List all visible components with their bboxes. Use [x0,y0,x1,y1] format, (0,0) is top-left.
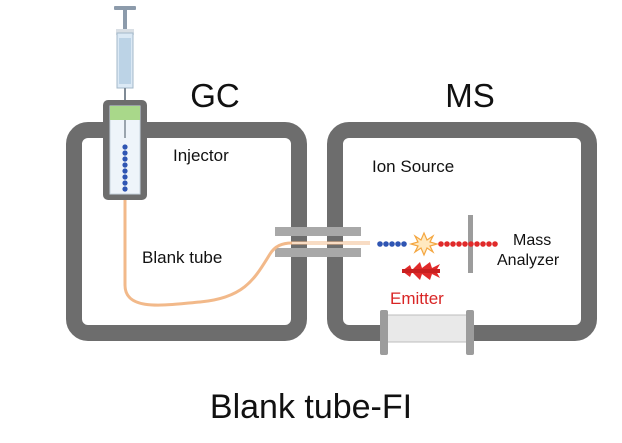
injector-label: Injector [173,146,229,165]
ms-label: MS [445,77,495,114]
syringe-icon [114,6,136,120]
emitter-housing [380,310,474,355]
mass-analyzer-label-line1: Mass [513,232,551,249]
injector-sample-molecules [122,144,128,192]
injector-housing [103,100,147,200]
emitter-label: Emitter [390,289,444,308]
injector-septum [110,106,140,120]
ion-molecules [438,241,498,247]
blank-tube-label: Blank tube [142,248,222,267]
neutral-molecules [377,241,407,247]
gc-label: GC [190,77,240,114]
mass-analyzer-label-line2: Analyzer [497,252,560,269]
caption: Blank tube-FI [210,388,412,426]
blank-tube-line [123,196,370,307]
starburst-icon [408,231,440,257]
ion-source-label: Ion Source [372,157,454,176]
emitter-icon [402,262,440,280]
transfer-connector [275,227,361,257]
